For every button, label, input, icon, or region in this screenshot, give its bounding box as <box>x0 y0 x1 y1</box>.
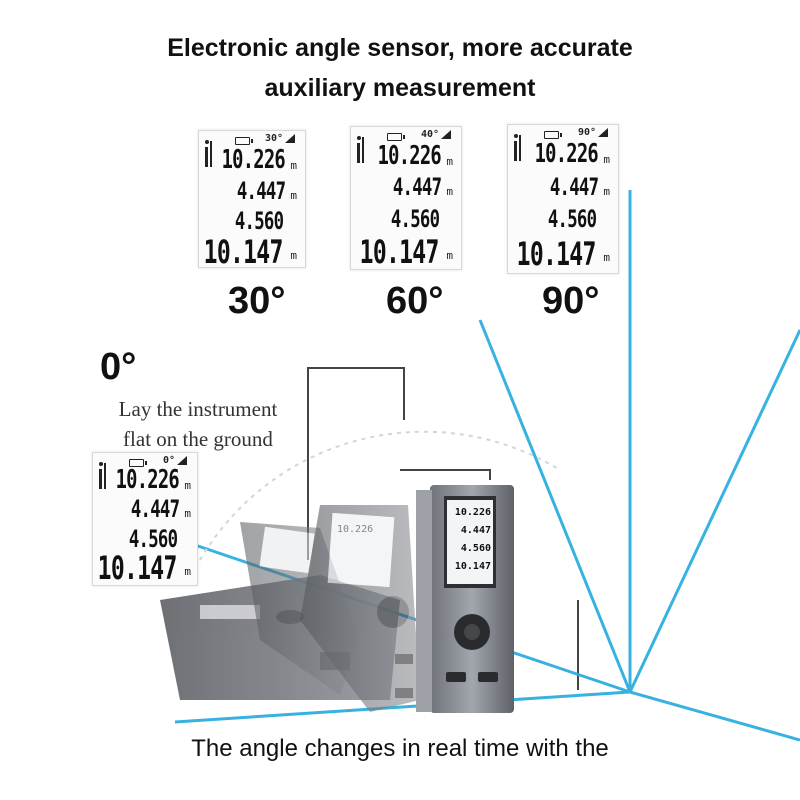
angle-label-30: 30° <box>228 280 286 322</box>
angle-label-60: 60° <box>386 280 444 322</box>
unit-2: m <box>603 185 610 198</box>
angle-reading: 90° <box>577 127 596 138</box>
laser-bars-icon <box>99 461 108 489</box>
reading-4: 10.147 <box>517 235 597 273</box>
unit-4: m <box>290 249 297 262</box>
laser-beam-right <box>629 690 800 742</box>
reading-2: 4.447 <box>549 173 599 201</box>
device-reading-2: 4.447 <box>460 525 491 536</box>
reading-2: 4.447 <box>236 177 286 205</box>
caption-line-1: Lay the instrument <box>118 397 278 421</box>
footer-text: The angle changes in real time with the <box>191 735 609 762</box>
device-screen: 10.226 4.447 4.560 10.147 <box>449 504 491 580</box>
reading-4: 10.147 <box>204 233 284 271</box>
signal-icon <box>598 128 608 137</box>
headline-line-1: Electronic angle sensor, more accurate <box>167 34 633 62</box>
signal-icon <box>285 134 295 143</box>
reading-3: 4.560 <box>547 205 597 233</box>
unit-1: m <box>184 479 191 492</box>
caption-line-2: flat on the ground <box>123 427 273 451</box>
headline: Electronic angle sensor, more accurate a… <box>0 28 800 108</box>
reading-4: 10.147 <box>360 233 440 271</box>
angle-label-90: 90° <box>542 280 600 322</box>
signal-icon <box>441 130 451 139</box>
unit-4: m <box>446 249 453 262</box>
lcd-panel-60: 40° 10.226 m 4.447 m 4.560 10.147 m <box>350 126 462 271</box>
battery-icon <box>544 131 562 139</box>
headline-line-2: auxiliary measurement <box>264 74 536 102</box>
lcd-panel-90: 90° 10.226 m 4.447 m 4.560 10.147 m <box>507 124 619 274</box>
lcd-panel-30: 30° 10.226 m 4.447 m 4.560 10.147 m <box>198 130 306 271</box>
reading-1: 10.226 <box>221 145 286 175</box>
unit-1: m <box>446 155 453 168</box>
lcd-panel-0: 0° 10.226 m 4.447 m 4.560 10.147 m <box>92 452 198 587</box>
angle-label-0: 0° <box>100 346 137 388</box>
unit-2: m <box>446 185 453 198</box>
reading-2: 4.447 <box>392 173 442 201</box>
laser-beam-ground <box>174 690 631 724</box>
laser-bars-icon <box>205 139 214 167</box>
unit-1: m <box>603 153 610 166</box>
unit-2: m <box>184 507 191 520</box>
ghost-screen-text: 10.226 <box>337 524 373 535</box>
reading-1: 10.226 <box>115 465 180 495</box>
battery-icon <box>129 459 147 467</box>
reading-1: 10.226 <box>377 141 442 171</box>
laser-beam-30 <box>628 329 800 693</box>
unit-4: m <box>603 251 610 264</box>
laser-bars-icon <box>514 133 523 161</box>
guide-line-middle <box>400 469 491 480</box>
angle-reading: 0° <box>162 455 175 466</box>
laser-bars-icon <box>357 135 366 163</box>
device-reading-4: 10.147 <box>454 561 491 572</box>
battery-icon <box>387 133 405 141</box>
unit-1: m <box>290 159 297 172</box>
reading-2: 4.447 <box>130 495 180 523</box>
reading-4: 10.147 <box>98 549 178 587</box>
angle-reading: 40° <box>420 129 439 140</box>
battery-icon <box>235 137 253 145</box>
device-60: 10.226 <box>300 505 420 712</box>
unit-2: m <box>290 189 297 202</box>
reading-3: 4.560 <box>390 205 440 233</box>
signal-icon <box>177 456 187 465</box>
device-reading-1: 10.226 <box>454 507 491 518</box>
reading-1: 10.226 <box>534 139 599 169</box>
rotation-arc <box>199 430 561 561</box>
unit-4: m <box>184 565 191 578</box>
reading-3: 4.560 <box>128 525 178 553</box>
laser-beam-60 <box>478 319 632 693</box>
device-90 <box>416 485 514 713</box>
reading-3: 4.560 <box>234 207 284 235</box>
guide-line-upper <box>307 367 405 560</box>
flat-caption: Lay the instrument flat on the ground <box>92 394 304 454</box>
device-reading-3: 4.560 <box>460 543 491 554</box>
angle-reading: 30° <box>264 133 283 144</box>
